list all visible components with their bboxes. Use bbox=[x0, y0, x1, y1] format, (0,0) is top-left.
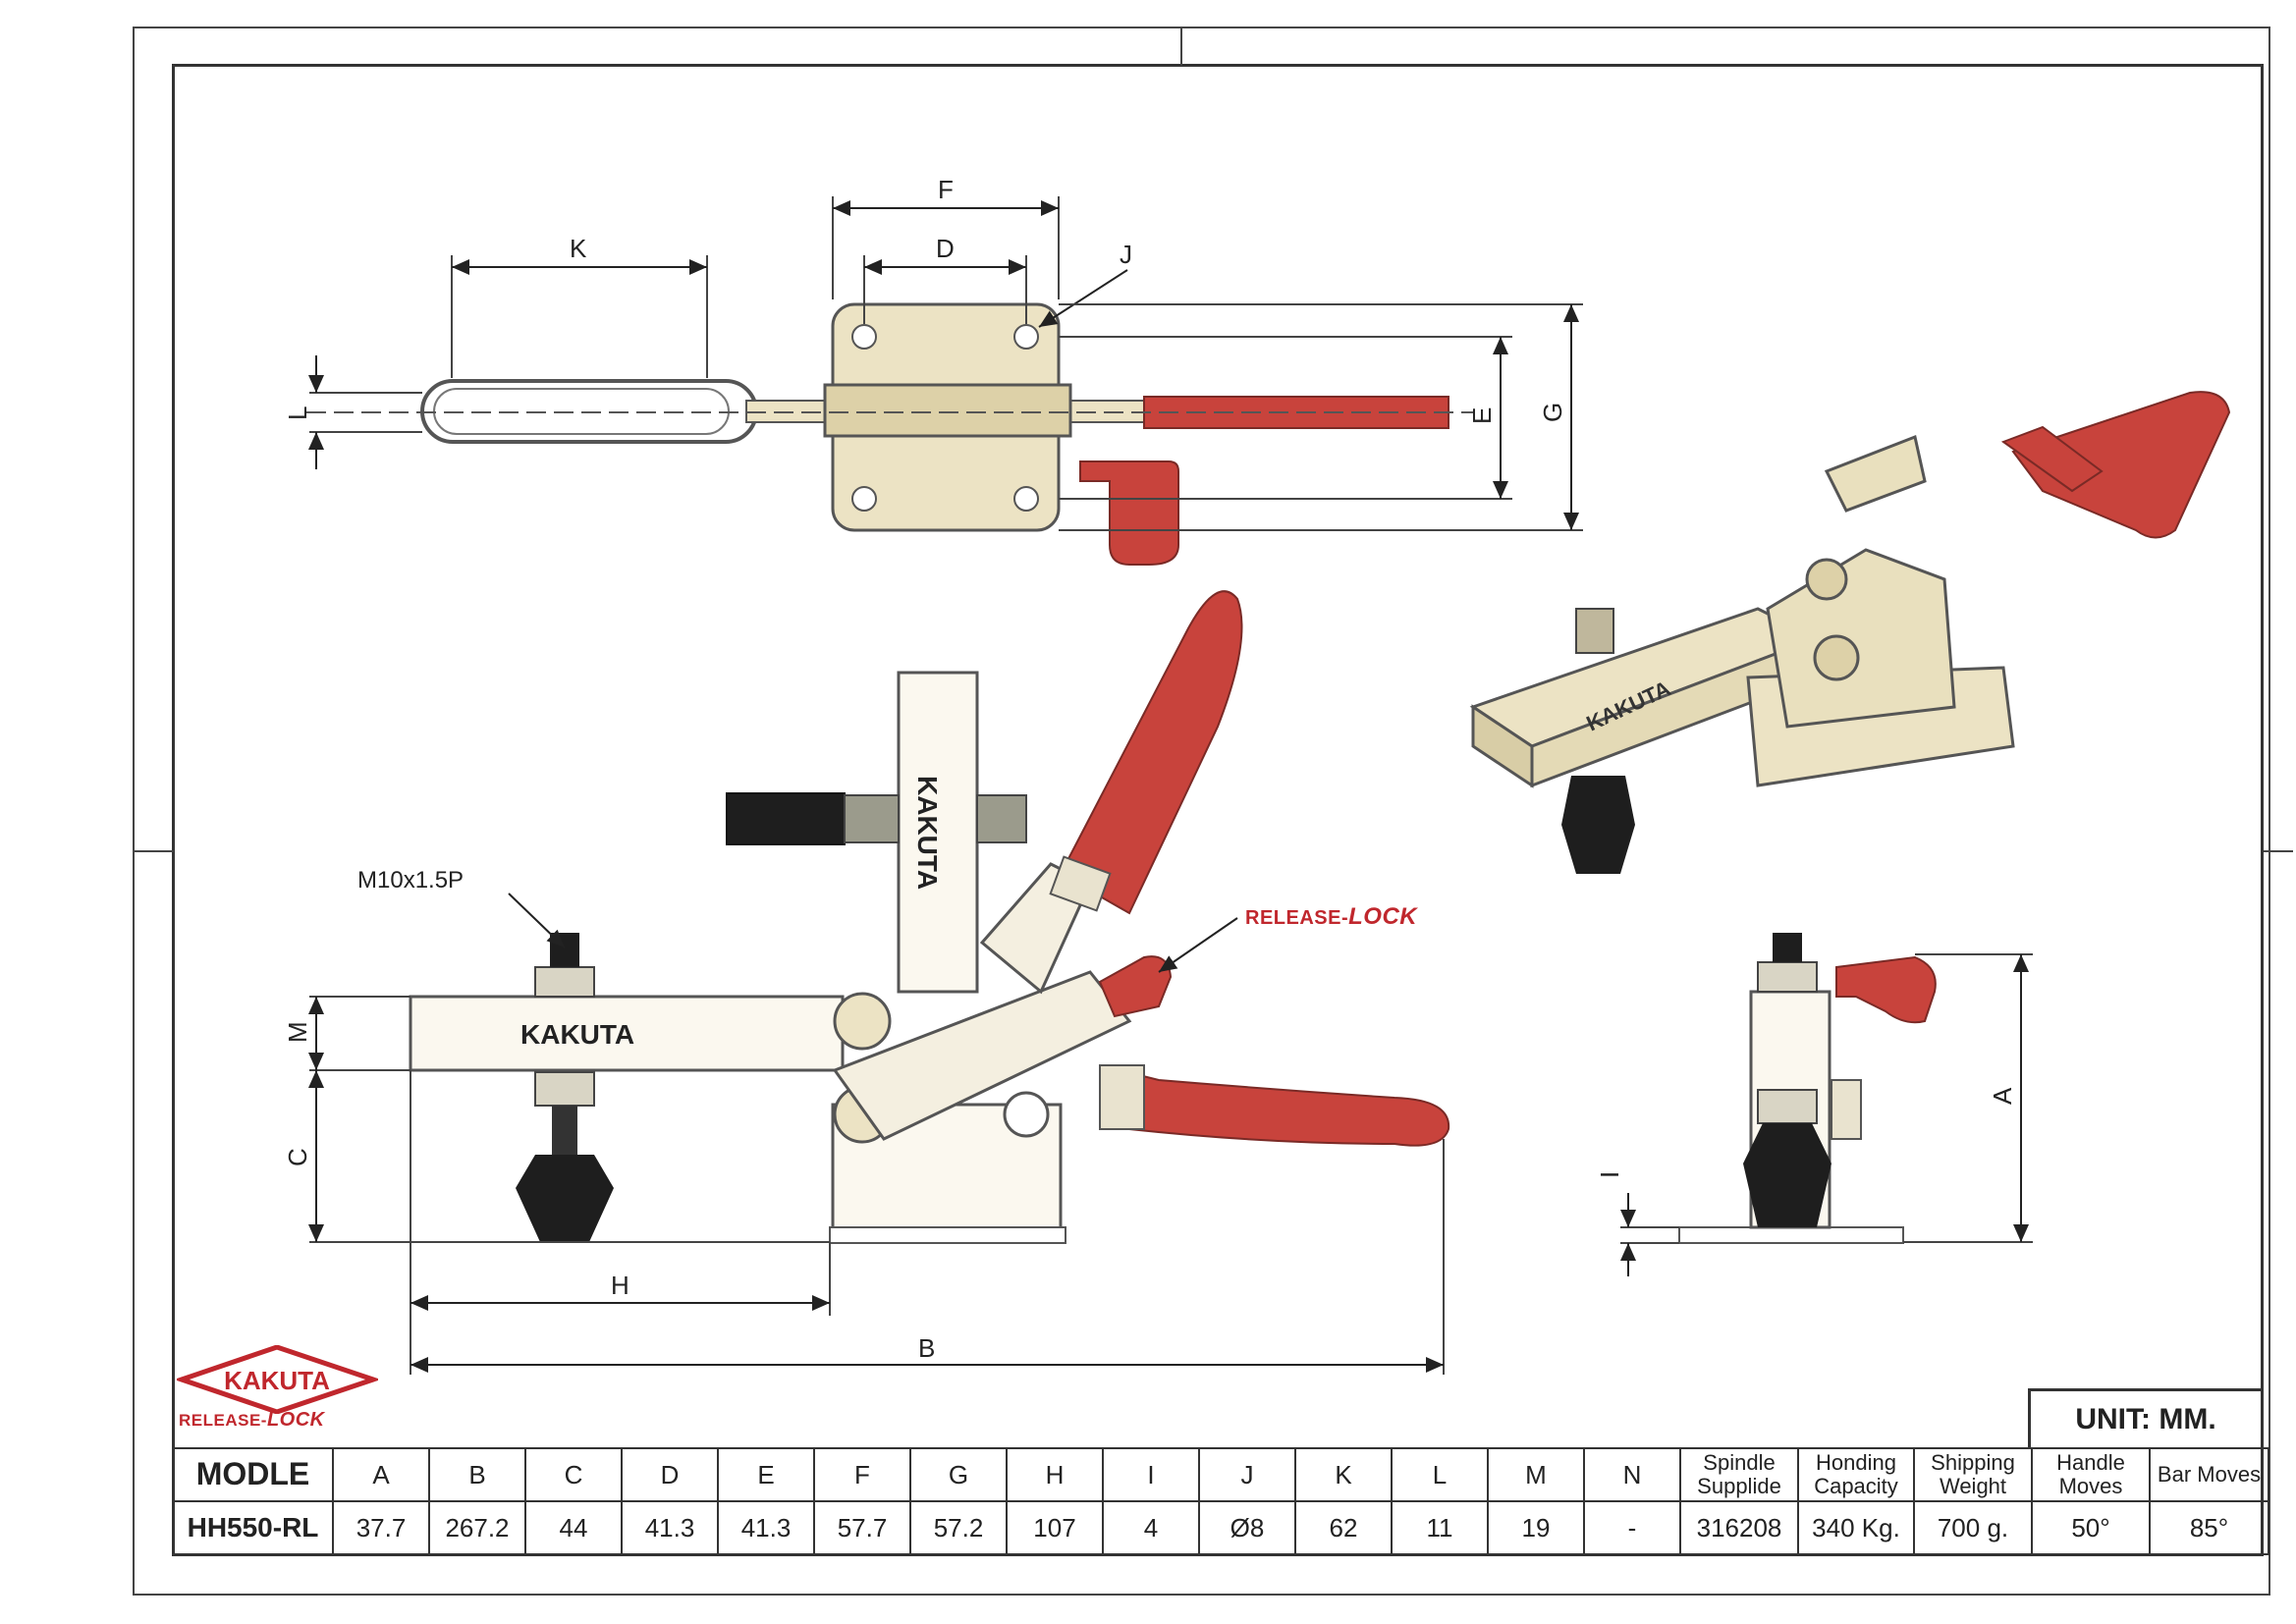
dim-label-b: B bbox=[918, 1333, 935, 1363]
header-d: D bbox=[621, 1447, 719, 1502]
value-i: 4 bbox=[1102, 1500, 1200, 1555]
release-lock-brand-prefix: RELEASE- bbox=[179, 1411, 267, 1430]
bar-marking-vertical: KAKUTA bbox=[912, 776, 943, 890]
center-mark-top bbox=[1180, 27, 1182, 66]
outer-border bbox=[133, 27, 2270, 1596]
value-h: 107 bbox=[1006, 1500, 1104, 1555]
inner-border bbox=[172, 64, 2264, 1556]
header-bar-moves: Bar Moves bbox=[2149, 1447, 2269, 1502]
header-c: C bbox=[524, 1447, 623, 1502]
spec-header-row: MODLE A B C D E F G H I J K L M N Spindl… bbox=[172, 1447, 2269, 1502]
dim-label-k: K bbox=[570, 234, 587, 263]
logo-text: KAKUTA bbox=[224, 1366, 330, 1395]
header-e: E bbox=[717, 1447, 815, 1502]
top-view: F D K J G E L bbox=[283, 175, 1583, 566]
header-k: K bbox=[1294, 1447, 1393, 1502]
header-capacity: Honding Capacity bbox=[1797, 1447, 1915, 1502]
header-spindle: Spindle Supplide bbox=[1679, 1447, 1799, 1502]
header-handle-moves: Handle Moves bbox=[2031, 1447, 2151, 1502]
header-i: I bbox=[1102, 1447, 1200, 1502]
thread-spec-label: M10x1.5P bbox=[357, 867, 465, 893]
dim-label-d: D bbox=[936, 234, 955, 263]
dim-label-a: A bbox=[1988, 1087, 2017, 1105]
value-spindle: 316208 bbox=[1679, 1500, 1799, 1555]
release-lock-callout: RELEASE-LOCK bbox=[1245, 903, 1417, 931]
dim-label-i: I bbox=[1595, 1171, 1624, 1178]
value-g: 57.2 bbox=[909, 1500, 1008, 1555]
header-n: N bbox=[1583, 1447, 1681, 1502]
header-h: H bbox=[1006, 1447, 1104, 1502]
side-view: KAKUTA KAKUTA M C bbox=[283, 590, 1450, 1375]
value-b: 267.2 bbox=[428, 1500, 526, 1555]
kakuta-logo: KAKUTA bbox=[177, 1345, 378, 1414]
dim-label-m: M bbox=[283, 1021, 312, 1043]
value-handle-moves: 50° bbox=[2031, 1500, 2151, 1555]
value-e: 41.3 bbox=[717, 1500, 815, 1555]
end-view: A I bbox=[1595, 933, 2033, 1276]
center-mark-right bbox=[2264, 850, 2293, 852]
header-f: F bbox=[813, 1447, 911, 1502]
center-mark-left bbox=[135, 850, 174, 852]
isometric-view: KAKUTA bbox=[1469, 391, 2231, 874]
spec-table: MODLE A B C D E F G H I J K L M N Spindl… bbox=[172, 1447, 2269, 1555]
dim-label-f: F bbox=[938, 175, 954, 204]
value-d: 41.3 bbox=[621, 1500, 719, 1555]
dim-label-j: J bbox=[1120, 240, 1132, 269]
dim-label-g: G bbox=[1538, 403, 1567, 422]
release-lock-suffix: LOCK bbox=[1348, 903, 1418, 930]
header-weight: Shipping Weight bbox=[1913, 1447, 2033, 1502]
dim-label-c: C bbox=[283, 1148, 312, 1166]
bar-marking-horizontal: KAKUTA bbox=[520, 1019, 634, 1050]
header-b: B bbox=[428, 1447, 526, 1502]
value-c: 44 bbox=[524, 1500, 623, 1555]
dim-label-h: H bbox=[611, 1271, 629, 1300]
spec-data-row: HH550-RL 37.7 267.2 44 41.3 41.3 57.7 57… bbox=[172, 1500, 2269, 1555]
value-k: 62 bbox=[1294, 1500, 1393, 1555]
release-lock-brand: RELEASE-LOCK bbox=[179, 1409, 325, 1432]
value-j: Ø8 bbox=[1198, 1500, 1296, 1555]
value-model: HH550-RL bbox=[172, 1500, 334, 1555]
header-l: L bbox=[1391, 1447, 1489, 1502]
value-l: 11 bbox=[1391, 1500, 1489, 1555]
release-lock-brand-suffix: LOCK bbox=[266, 1409, 325, 1431]
unit-label: UNIT: MM. bbox=[2028, 1388, 2264, 1447]
value-m: 19 bbox=[1487, 1500, 1585, 1555]
header-g: G bbox=[909, 1447, 1008, 1502]
value-capacity: 340 Kg. bbox=[1797, 1500, 1915, 1555]
dim-label-l: L bbox=[283, 406, 312, 420]
value-a: 37.7 bbox=[332, 1500, 430, 1555]
value-bar-moves: 85° bbox=[2149, 1500, 2269, 1555]
value-weight: 700 g. bbox=[1913, 1500, 2033, 1555]
header-model: MODLE bbox=[172, 1447, 334, 1502]
release-lock-prefix: RELEASE- bbox=[1245, 907, 1349, 929]
value-f: 57.7 bbox=[813, 1500, 911, 1555]
header-j: J bbox=[1198, 1447, 1296, 1502]
header-a: A bbox=[332, 1447, 430, 1502]
value-n: - bbox=[1583, 1500, 1681, 1555]
header-m: M bbox=[1487, 1447, 1585, 1502]
dim-label-e: E bbox=[1467, 407, 1497, 424]
